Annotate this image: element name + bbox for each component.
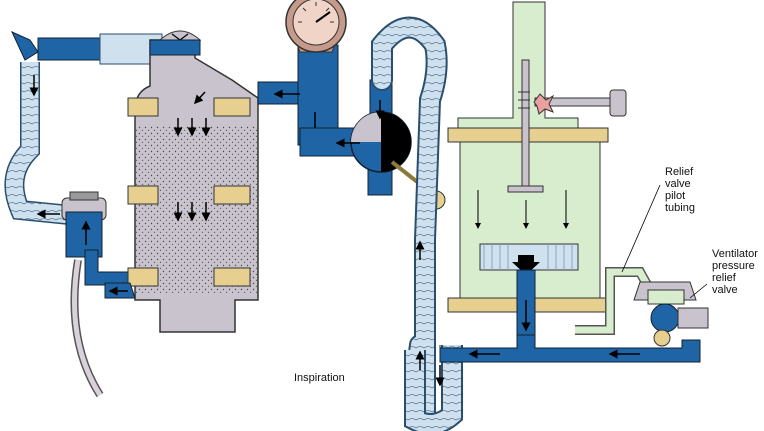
pressure-gauge-icon [285,0,347,53]
absorber-canister [104,30,259,333]
relief-valve [633,281,709,347]
ventilator-bellows [447,1,627,341]
inlet-arrow [10,31,39,61]
top-left-tube-blue [37,37,101,61]
check-valve-icon [299,79,446,210]
relief-pilot-label: Relief valve pilot tubing [665,166,695,214]
drive-gas-line [439,334,701,363]
left-breathing-tube [4,31,163,225]
expiratory-valve [61,191,131,398]
relief-pilot-tubing [575,184,661,335]
caption-inspiration: Inspiration [294,372,345,384]
ventilator-relief-label: Ventilator pressure relief valve [712,248,758,296]
inspiratory-loop-tube [371,16,463,431]
